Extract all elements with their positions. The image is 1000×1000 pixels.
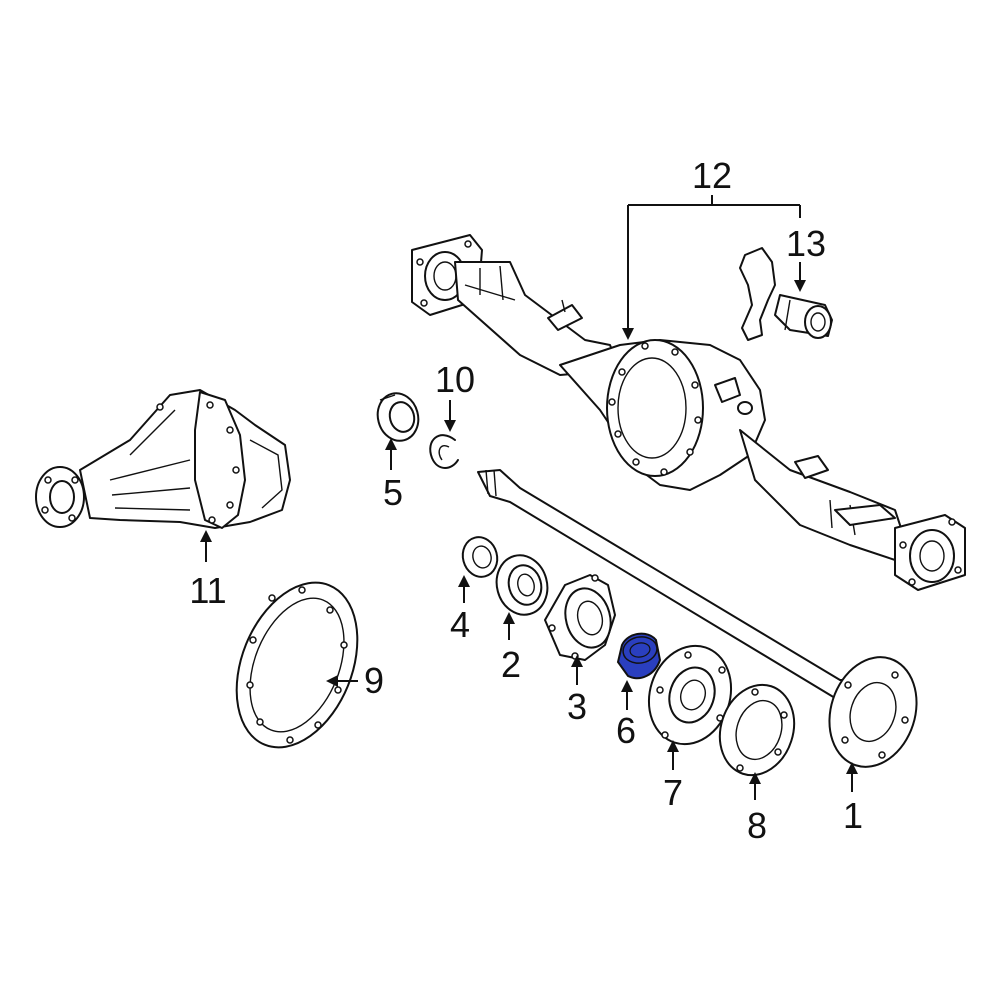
callout-6: 6 (616, 710, 636, 751)
callout-9: 9 (364, 660, 384, 701)
axle-seal[interactable] (372, 389, 423, 446)
callout-2: 2 (501, 644, 521, 685)
snap-ring[interactable] (429, 434, 459, 469)
callout-5: 5 (383, 472, 403, 513)
bearing-retainer-plate[interactable] (637, 635, 744, 755)
retainer-gasket[interactable] (709, 675, 806, 785)
callout-1: 1 (843, 795, 863, 836)
bearing-case[interactable] (544, 574, 617, 661)
leader-lines (200, 195, 858, 800)
callout-10: 10 (435, 359, 475, 400)
carrier-gasket[interactable] (214, 565, 380, 766)
callout-8: 8 (747, 805, 767, 846)
axle-bearing[interactable] (490, 550, 554, 621)
axle-shaft[interactable] (477, 469, 930, 778)
callout-7: 7 (663, 772, 683, 813)
bearing-retainer-ring[interactable] (458, 533, 501, 580)
callout-numbers: 12 13 10 5 11 9 4 2 3 6 7 8 1 (189, 155, 863, 846)
callout-13: 13 (786, 223, 826, 264)
highlighted-part-6[interactable] (616, 632, 662, 680)
callout-11: 11 (189, 570, 226, 611)
callout-12: 12 (692, 155, 732, 196)
axle-vent-tube[interactable] (739, 247, 833, 341)
callout-4: 4 (450, 604, 470, 645)
callout-3: 3 (567, 686, 587, 727)
axle-housing[interactable] (411, 234, 966, 591)
differential-carrier[interactable] (35, 389, 291, 529)
